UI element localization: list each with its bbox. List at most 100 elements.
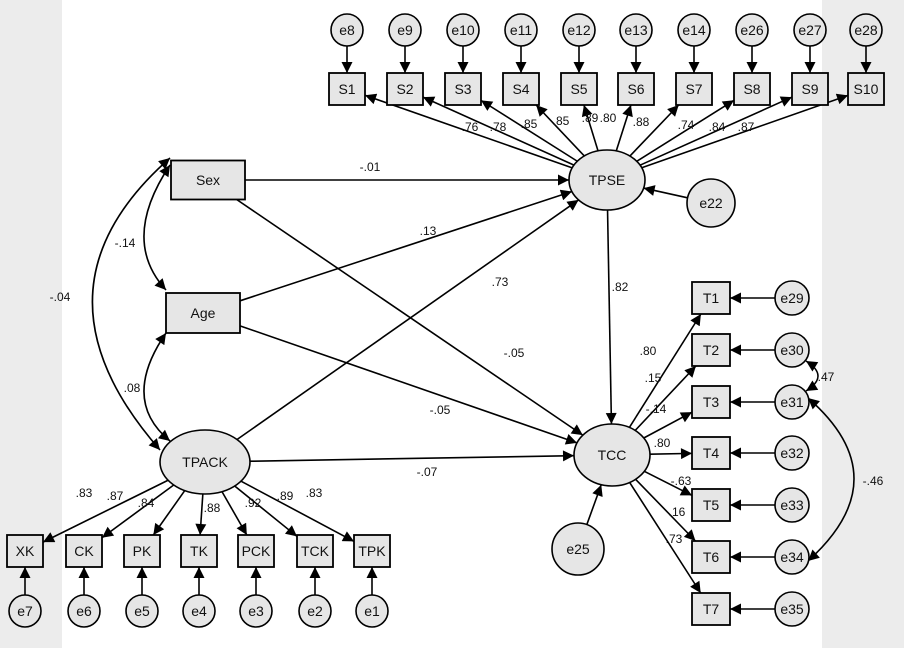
- error-term-circle: [774, 280, 810, 316]
- observed-label: S10: [854, 81, 879, 97]
- observed-variable-box: [791, 72, 829, 106]
- observed-label: T5: [703, 497, 720, 513]
- observed-label: XK: [16, 543, 35, 559]
- observed-variable-box: [65, 534, 103, 568]
- error-term-circle: [446, 13, 480, 47]
- path-coefficient: .73: [492, 275, 509, 289]
- path-coefficient: .15: [645, 371, 662, 385]
- path-coefficient: -.05: [430, 403, 451, 417]
- latent-label: TPACK: [182, 454, 228, 470]
- path-coefficient: .87: [107, 489, 124, 503]
- path-coefficient: .82: [612, 280, 629, 294]
- observed-label: TPK: [358, 543, 386, 559]
- error-term-circle: [849, 13, 883, 47]
- errors-label: e25: [566, 541, 590, 557]
- error-term-circle: [388, 13, 422, 47]
- observed-variable-box: [353, 534, 391, 568]
- observed-variable-box: [560, 72, 598, 106]
- path-arrow-TPACK-TPK: [240, 480, 355, 543]
- errors-label: e13: [624, 22, 648, 38]
- path-coefficient: .92: [245, 496, 262, 510]
- path-coefficient: .74: [678, 118, 695, 132]
- path-arrow-TPSE-S3: [480, 99, 578, 162]
- errors-label: e34: [780, 549, 804, 565]
- observed-label: CK: [74, 543, 94, 559]
- path-coefficient: .88: [204, 501, 221, 515]
- observed-variable-box: [691, 592, 731, 626]
- path-arrow-TPSE-S6: [615, 104, 633, 152]
- observed-label: S6: [627, 81, 644, 97]
- errors-label: e5: [134, 603, 150, 619]
- path-arrow-TPSE-S9: [639, 96, 793, 166]
- path-arrow-Age-TCC: [239, 325, 578, 445]
- error-term-circle: [182, 594, 216, 628]
- errors-label: e6: [76, 603, 92, 619]
- covariance-arc-e31-e34: [807, 397, 855, 562]
- path-coefficient: .85: [521, 117, 538, 131]
- error-term-circle: [239, 594, 273, 628]
- error-term-circle: [677, 13, 711, 47]
- path-coefficient: .89: [582, 111, 599, 125]
- path-coefficient: .80: [654, 436, 671, 450]
- latent-label: TPSE: [589, 172, 626, 188]
- errors-label: e11: [510, 22, 533, 38]
- path-arrow-TPSE-S4: [535, 104, 585, 157]
- path-coefficient: -.07: [417, 465, 438, 479]
- path-coefficient: .76: [462, 120, 479, 134]
- path-coefficient: -.63: [671, 474, 692, 488]
- path-arrow-TPSE-S2: [422, 96, 575, 166]
- observed-label: S7: [685, 81, 702, 97]
- observed-label: S1: [338, 81, 355, 97]
- error-term-circle: [774, 332, 810, 368]
- path-coefficient: .78: [490, 120, 507, 134]
- path-coefficient: .84: [709, 120, 726, 134]
- errors-label: e31: [780, 394, 804, 410]
- error-term-circle: [125, 594, 159, 628]
- observed-variable-box: [6, 534, 44, 568]
- covariance-arc-Sex-TPACK: [91, 157, 171, 451]
- latent-variable-ellipse: [159, 429, 251, 495]
- observed-variable-box: [180, 534, 218, 568]
- observed-label: TK: [190, 543, 209, 559]
- path-coefficient: -.14: [646, 402, 667, 416]
- error-term-circle: [330, 13, 364, 47]
- path-arrow-TPSE-S1: [364, 93, 573, 169]
- path-coefficient: .16: [669, 505, 686, 519]
- covariance-coefficient: -.04: [50, 290, 71, 304]
- error-term-circle: [774, 435, 810, 471]
- path-coefficient: -.05: [504, 346, 525, 360]
- path-arrow-TPACK-CK: [101, 484, 175, 539]
- observed-label: T7: [703, 601, 720, 617]
- observed-variable-box: [691, 436, 731, 470]
- errors-label: e32: [780, 445, 804, 461]
- covariance-arc-Sex-Age: [143, 164, 171, 291]
- observed-variable-box: [328, 72, 366, 106]
- path-arrow-TPACK-TCK: [234, 485, 298, 538]
- observed-variable-box: [170, 159, 246, 201]
- error-term-circle: [8, 594, 42, 628]
- errors-label: e35: [780, 601, 804, 617]
- observed-variable-box: [123, 534, 161, 568]
- errors-label: e3: [248, 603, 264, 619]
- errors-label: e27: [798, 22, 822, 38]
- error-term-circle: [774, 384, 810, 420]
- path-arrow-TCC-T5: [643, 470, 693, 497]
- observed-variable-box: [691, 281, 731, 315]
- path-arrow-TPACK-TK: [195, 493, 207, 536]
- latent-label: TCC: [598, 447, 627, 463]
- errors-label: e12: [567, 22, 591, 38]
- path-coefficient: .88: [633, 115, 650, 129]
- observed-label: T1: [703, 290, 720, 306]
- error-term-circle: [774, 539, 810, 575]
- observed-label: T2: [703, 342, 720, 358]
- path-coefficient: .83: [306, 486, 323, 500]
- observed-variable-box: [691, 488, 731, 522]
- errors-label: e10: [451, 22, 475, 38]
- errors-label: e4: [191, 603, 207, 619]
- path-coefficient: .85: [553, 114, 570, 128]
- observed-label: S4: [512, 81, 529, 97]
- errors-label: e7: [17, 603, 33, 619]
- error-term-circle: [67, 594, 101, 628]
- error-term-circle: [619, 13, 653, 47]
